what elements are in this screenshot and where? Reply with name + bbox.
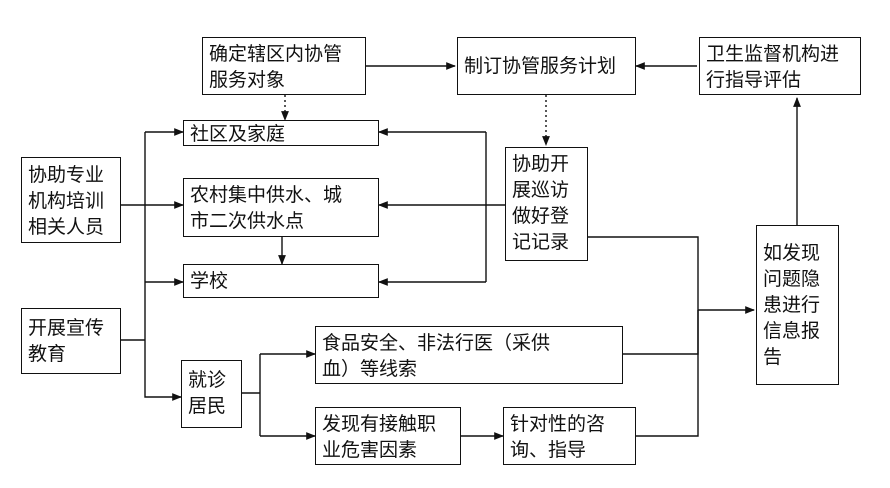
node-propaganda: 开展宣传 教育 [21,308,121,374]
node-occupational: 发现有接触职 业危害因素 [315,407,461,465]
line-consult-to-report [636,310,699,437]
node-residents: 就诊 居民 [181,360,242,428]
node-consult: 针对性的咨 询、指导 [503,407,636,465]
arrow-propaganda-to-residents [144,282,182,401]
node-patrol: 协助开 展巡访 做好登 记记录 [505,147,588,261]
node-food-safety: 食品安全、非法行医（采供 血）等线索 [315,326,623,384]
node-assist-training: 协助专业 机构培训 相关人员 [21,157,121,243]
node-determine-targets: 确定辖区内协管 服务对象 [202,37,366,95]
node-supervision: 卫生监督机构进 行指导评估 [699,37,861,95]
node-make-plan: 制订协管服务计划 [457,37,636,95]
node-report: 如发现 问题隐 患进行 信息报 告 [756,225,839,385]
line-food-to-report [623,310,699,355]
node-water-points: 农村集中供水、城 市二次供水点 [183,178,379,237]
node-community: 社区及家庭 [183,120,379,146]
line-patrol-to-report [588,236,699,310]
node-school: 学校 [183,264,379,298]
